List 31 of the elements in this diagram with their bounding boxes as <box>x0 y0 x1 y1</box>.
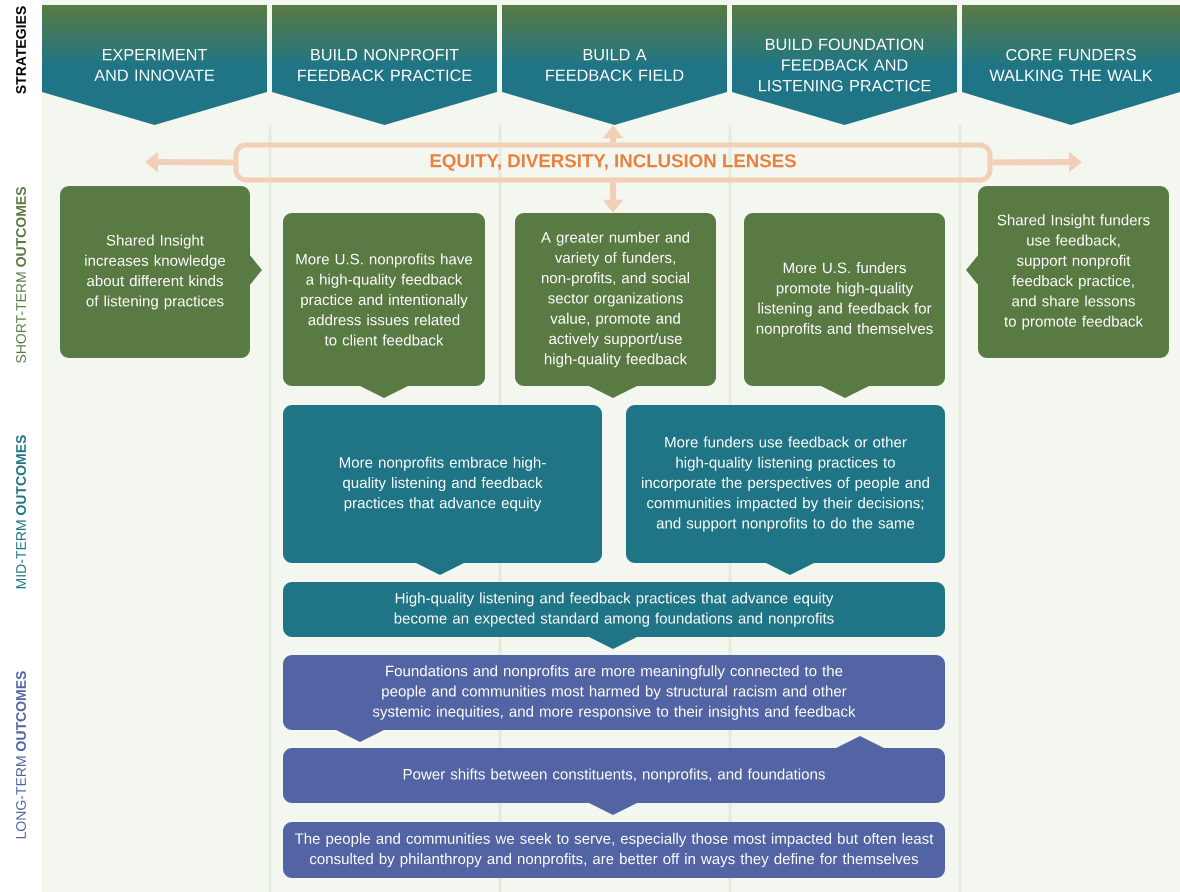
node-label: BUILD FOUNDATION FEEDBACK AND <box>766 38 924 71</box>
node-label: LISTENING PRACTICE <box>759 79 931 92</box>
row-label: LONG-TERM OUTCOMES <box>16 671 26 839</box>
lens-box: EQUITY, DIVERSITY, INCLUSION LENSES <box>233 142 993 183</box>
strategy-banner: BUILD NONPROFIT FEEDBACK PRACTICE <box>272 5 497 125</box>
node-label: FEEDBACK PRACTICE <box>298 69 472 82</box>
node-label: AND INNOVATE <box>94 69 215 82</box>
outcome-box: More nonprofits embrace high-quality listening and feedback practices that advance equity <box>283 405 602 575</box>
strategy-banner: BUILD A FEEDBACK FIELD <box>502 5 727 125</box>
outcome-box: Foundations and nonprofits are more meaningfully connected to the people and communities most harmed by structural racism and other systemic inequities, and more responsive to their insights and feedback <box>283 655 945 742</box>
outcome-box: More U.S. nonprofits have a high-quality feedback practice and intentionally address issues related to client feedback <box>283 213 485 398</box>
outcome-box: A greater number and variety of funders, non-profits, and social sector organizations value, promote and actively support/use high-quality feedback <box>515 213 716 398</box>
outcome-box: Power shifts between constituents, nonprofits, and foundations <box>283 736 945 815</box>
outcome-box: More funders use feedback or other high-quality listening practices to incorporate the perspectives of people and communities impacted by their decisions; and support nonprofits to do the same <box>626 405 945 575</box>
row-label: STRATEGIES <box>16 6 26 94</box>
strategy-banner: BUILD FOUNDATION FEEDBACK AND LISTENING PRACTICE <box>732 5 957 125</box>
strategy-banner: CORE FUNDERS WALKING THE WALK <box>962 5 1180 125</box>
node-label: EXPERIMENT <box>102 48 207 61</box>
row-label: SHORT-TERM OUTCOMES <box>16 187 26 363</box>
outcome-box: High-quality listening and feedback practices that advance equity become an expected standard among foundations and nonprofits <box>283 582 945 649</box>
node-label: FEEDBACK FIELD <box>546 69 684 82</box>
node-label: WALKING THE WALK <box>989 69 1153 82</box>
node-label: BUILD NONPROFIT <box>311 48 459 61</box>
strategy-banner: EXPERIMENT AND INNOVATE <box>42 5 267 125</box>
outcome-box: Shared Insight increases knowledge about different kinds of listening practices <box>60 186 262 358</box>
outcome-box: More U.S. funders promote high-quality listening and feedback for nonprofits and themselves <box>744 213 945 398</box>
node-label: CORE FUNDERS <box>1006 48 1136 61</box>
node-label: BUILD A <box>583 48 647 61</box>
outcome-box: The people and communities we seek to serve, especially those most impacted but often least consulted by philanthropy and nonprofits, are better off in ways they define for themselves <box>283 822 945 878</box>
outcome-box: Shared Insight funders use feedback, support nonprofit feedback practice, and share lessons to promote feedback <box>966 186 1169 358</box>
row-label: MID-TERM OUTCOMES <box>16 435 26 589</box>
